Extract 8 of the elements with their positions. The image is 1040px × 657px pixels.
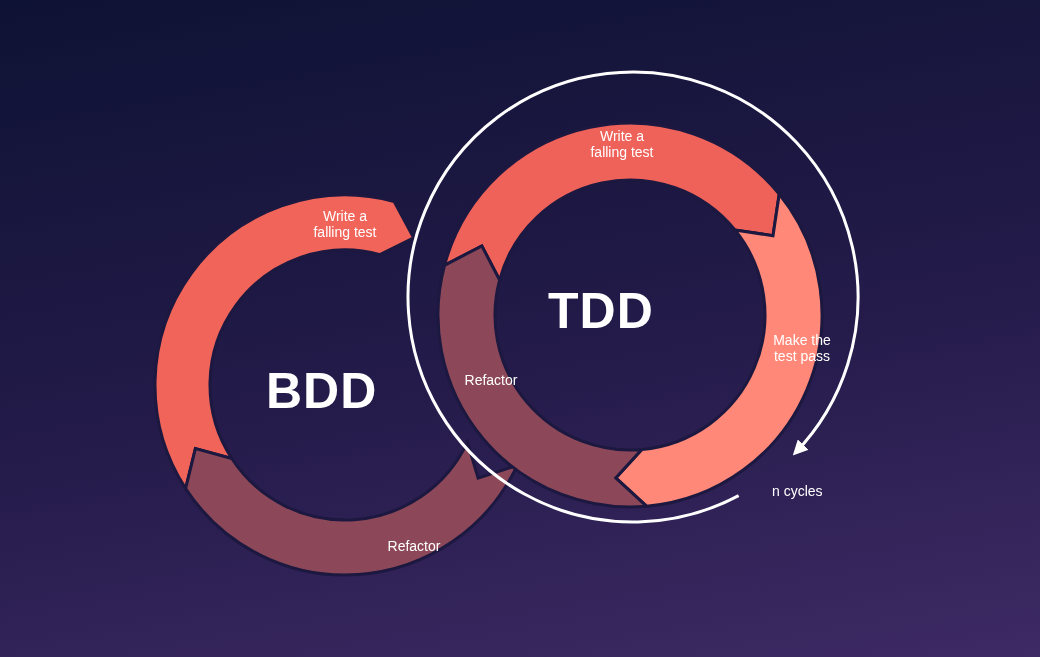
segment-label: Write a falling test bbox=[312, 208, 378, 240]
center-title: TDD bbox=[548, 282, 654, 340]
cycle-note: n cycles bbox=[772, 483, 823, 499]
segment-label: Write a falling test bbox=[589, 128, 655, 160]
arc-segment bbox=[184, 440, 519, 577]
center-title: BDD bbox=[266, 362, 378, 420]
segment-label: Refactor bbox=[386, 538, 442, 554]
arc-segment bbox=[436, 244, 649, 509]
